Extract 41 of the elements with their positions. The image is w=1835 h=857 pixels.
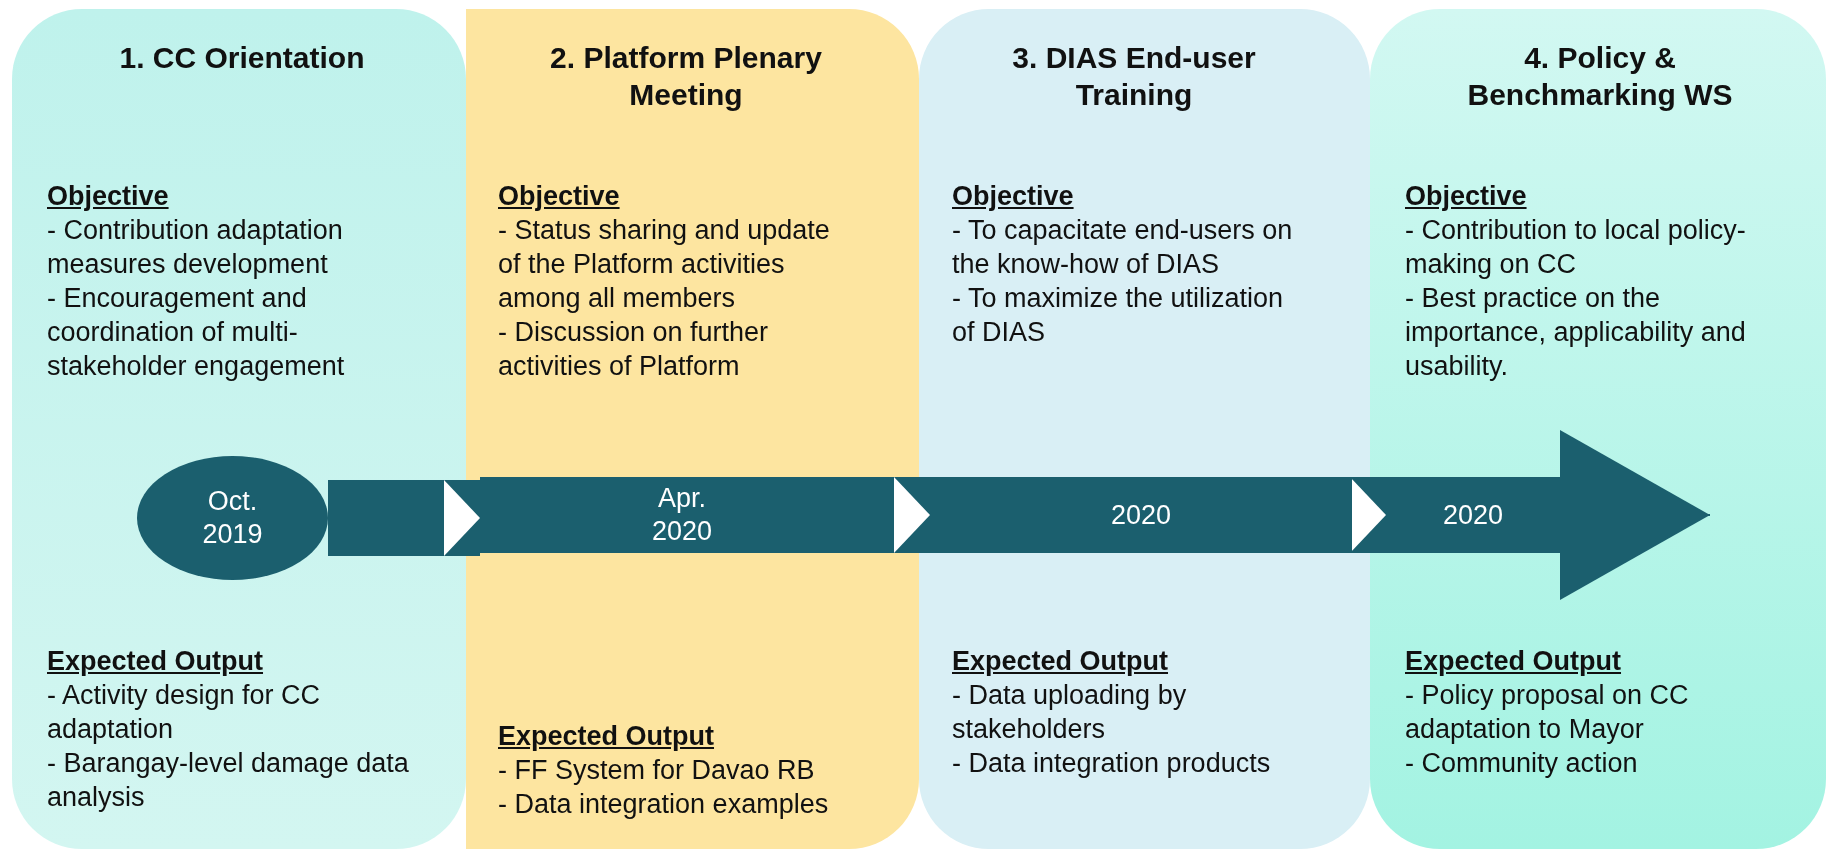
bullet-text: - Status sharing and update of the Platform activities among all members [498, 214, 831, 315]
section-heading: Expected Output [498, 720, 715, 753]
section-heading: Expected Output [952, 645, 1169, 678]
chevron-arrow [1350, 477, 1386, 553]
bullet-text: - Encouragement and coordination of multi-stakeholder engagement [47, 282, 346, 383]
date-text: 2020 [1110, 498, 1172, 532]
stage-heading: 4. Policy & Benchmarking WS [1466, 40, 1734, 113]
bullet-text: - Discussion on further activities of Platform [498, 316, 770, 383]
bullet-text: - Policy proposal on CC adaptation to Mayor [1405, 679, 1690, 746]
chevron-arrow [328, 480, 480, 556]
timeline-arrow [1559, 430, 1711, 600]
section-heading: Expected Output [1405, 645, 1622, 678]
section-heading: Objective [47, 180, 170, 213]
bullet-text: - Community action [1405, 747, 1639, 780]
bullet-text: - FF System for Davao RB [498, 754, 816, 787]
stage-panel [12, 9, 466, 849]
bullet-text: - Contribution to local policy-making on CC [1405, 214, 1747, 281]
bullet-text: - Data integration examples [498, 788, 830, 821]
bullet-text: - Barangay-level damage data analysis [47, 747, 410, 814]
bullet-text: - Data integration products [952, 747, 1272, 780]
stage-heading: 2. Platform Plenary Meeting [549, 40, 823, 113]
bullet-text: - Activity design for CC adaptation [47, 679, 322, 746]
bullet-text: - Contribution adaptation measures development [47, 214, 344, 281]
stage-panel [919, 9, 1370, 849]
chevron-arrow [884, 477, 930, 553]
section-heading: Expected Output [47, 645, 264, 678]
bullet-text: - To maximize the utilization of DIAS [952, 282, 1285, 349]
stage-heading: 3. DIAS End-user Training [1011, 40, 1257, 113]
timeline-segment [930, 477, 1352, 553]
section-heading: Objective [952, 180, 1075, 213]
stage-panel [466, 9, 919, 849]
bullet-text: - To capacitate end-users on the know-how of DIAS [952, 214, 1294, 281]
stage-heading: 1. CC Orientation [118, 40, 366, 76]
stage-panel [1370, 9, 1826, 849]
section-heading: Objective [498, 180, 621, 213]
date-text: Oct. 2019 [201, 485, 264, 551]
bullet-text: - Best practice on the importance, applicability and usability. [1405, 282, 1747, 383]
date-text: Apr. 2020 [650, 482, 714, 548]
section-heading: Objective [1405, 180, 1528, 213]
bullet-text: - Data uploading by stakeholders [952, 679, 1188, 746]
date-text: 2020 [1442, 498, 1504, 532]
